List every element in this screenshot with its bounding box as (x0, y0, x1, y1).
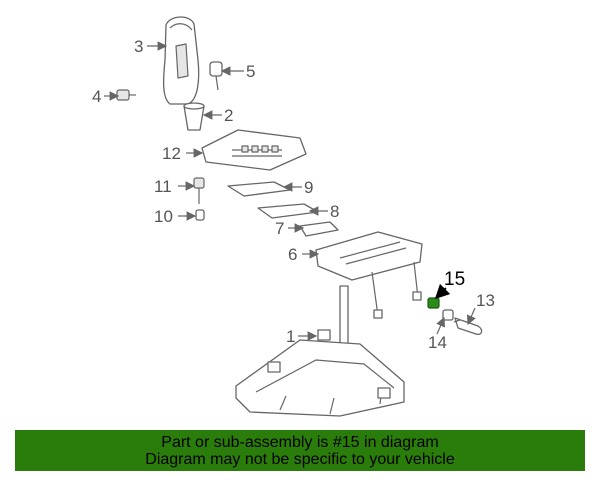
part-11-pin (193, 177, 205, 204)
callout-10: 10 (154, 207, 173, 226)
callout-6: 6 (288, 245, 297, 264)
part-12-indicator-bezel (201, 129, 307, 171)
part-4-screw (116, 89, 136, 101)
callout-12: 12 (162, 144, 181, 163)
part-15-highlighted (427, 297, 440, 309)
part-13-socket (453, 317, 483, 336)
callout-11: 11 (154, 177, 172, 196)
part-9-plate (227, 181, 291, 197)
part-14-connector (442, 309, 454, 321)
callout-4: 4 (92, 87, 101, 106)
banner-line-2: Diagram may not be specific to your vehi… (145, 450, 455, 468)
part-1-base-assembly (235, 285, 405, 417)
banner-line-1: Part or sub-assembly is #15 in diagram (161, 433, 439, 451)
callout-15-highlighted: 15 (444, 269, 465, 290)
callout-9: 9 (304, 178, 313, 197)
callout-14: 14 (428, 333, 447, 352)
part-2-bushing (183, 102, 205, 131)
part-8-plate (257, 203, 319, 219)
part-10-cylinder (195, 209, 205, 221)
callout-7: 7 (275, 219, 284, 238)
callout-5: 5 (246, 62, 255, 81)
part-6-housing (315, 231, 423, 319)
part-5-clip (209, 61, 223, 91)
callout-8: 8 (330, 202, 339, 221)
part-3-shift-knob (162, 16, 200, 105)
part-7-plate (299, 221, 339, 237)
callout-2: 2 (224, 106, 233, 125)
parts-diagram: 3 5 4 2 12 11 9 10 8 7 6 1 13 14 15 (92, 16, 495, 417)
info-banner: Part or sub-assembly is #15 in diagram D… (15, 430, 585, 471)
callout-1: 1 (286, 327, 295, 346)
callout-3: 3 (134, 37, 143, 56)
callout-leaders (104, 41, 476, 341)
callout-13: 13 (476, 291, 495, 310)
